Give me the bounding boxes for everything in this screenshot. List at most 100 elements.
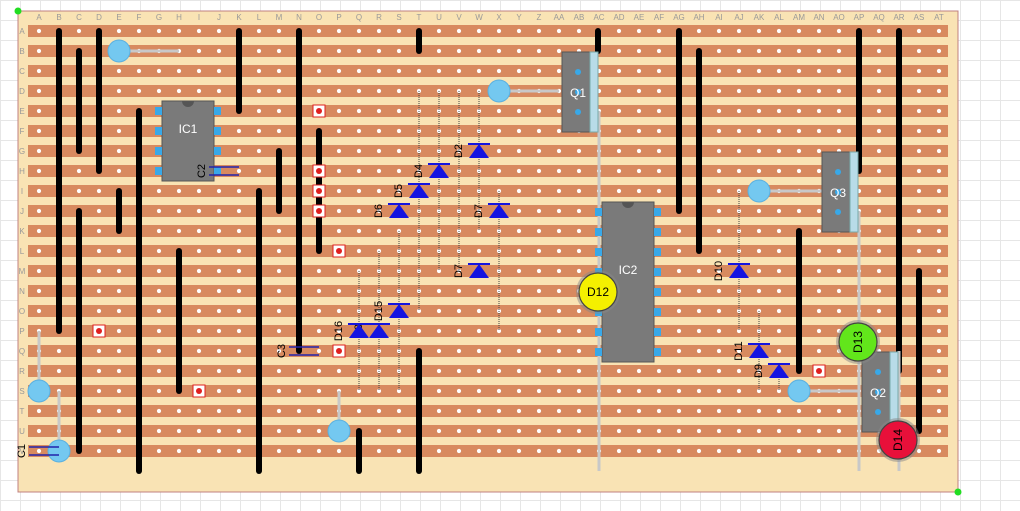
hole	[536, 408, 542, 414]
hole	[616, 88, 622, 94]
hole	[156, 68, 162, 74]
hole	[516, 368, 522, 374]
hole	[356, 108, 362, 114]
hole	[196, 368, 202, 374]
hole	[316, 68, 322, 74]
hole	[336, 268, 342, 274]
hole	[876, 148, 882, 154]
hole	[36, 428, 42, 434]
hole	[336, 448, 342, 454]
hole	[276, 388, 282, 394]
hole	[276, 228, 282, 234]
hole	[876, 48, 882, 54]
hole	[216, 188, 222, 194]
hole	[636, 408, 642, 414]
d4-diode: D4	[413, 163, 450, 178]
hole	[216, 348, 222, 354]
hole	[456, 28, 462, 34]
hole	[496, 108, 502, 114]
hole	[836, 88, 842, 94]
hole	[376, 148, 382, 154]
hole	[456, 408, 462, 414]
column-label: AT	[934, 13, 944, 22]
hole	[356, 128, 362, 134]
hole	[176, 68, 182, 74]
hole	[356, 68, 362, 74]
hole	[936, 188, 942, 194]
diode-body	[469, 264, 489, 278]
hole	[356, 248, 362, 254]
hole	[636, 388, 642, 394]
hole	[316, 48, 322, 54]
hole	[736, 408, 742, 414]
column-label: AO	[833, 13, 845, 22]
hole	[796, 88, 802, 94]
hole	[576, 168, 582, 174]
hole	[356, 28, 362, 34]
ic-pin	[595, 248, 602, 256]
hole	[96, 188, 102, 194]
hole	[236, 168, 242, 174]
column-label: AB	[574, 13, 585, 22]
hole	[876, 228, 882, 234]
hole	[256, 128, 262, 134]
hole	[836, 408, 842, 414]
hole	[536, 168, 542, 174]
hole	[496, 128, 502, 134]
hole	[516, 228, 522, 234]
hole	[776, 228, 782, 234]
hole	[376, 28, 382, 34]
hole	[236, 228, 242, 234]
hole	[936, 168, 942, 174]
transistor-lead	[835, 189, 841, 195]
hole	[356, 208, 362, 214]
hole	[716, 448, 722, 454]
hole	[716, 188, 722, 194]
copper-strip	[28, 25, 948, 37]
column-label: AD	[613, 13, 624, 22]
hole	[756, 268, 762, 274]
hole	[556, 448, 562, 454]
copper-strip	[28, 245, 948, 257]
hole	[636, 428, 642, 434]
hole	[396, 168, 402, 174]
column-label: Q	[356, 13, 362, 22]
hole	[216, 308, 222, 314]
hole	[36, 28, 42, 34]
hole	[836, 368, 842, 374]
hole	[156, 88, 162, 94]
ic-pin	[155, 107, 162, 115]
hole	[936, 128, 942, 134]
hole	[516, 348, 522, 354]
hole	[216, 228, 222, 234]
row-label: P	[19, 327, 24, 336]
hole	[716, 428, 722, 434]
hole	[616, 128, 622, 134]
hole	[276, 288, 282, 294]
hole	[476, 348, 482, 354]
hole	[796, 148, 802, 154]
hole	[316, 268, 322, 274]
hole	[276, 108, 282, 114]
hole	[616, 148, 622, 154]
hole	[36, 308, 42, 314]
hole	[336, 148, 342, 154]
hole	[436, 308, 442, 314]
hole	[816, 428, 822, 434]
ic-pin	[214, 107, 221, 115]
hole	[236, 328, 242, 334]
d7b-diode: D7	[453, 263, 490, 278]
hole	[336, 128, 342, 134]
hole	[576, 328, 582, 334]
hole	[156, 368, 162, 374]
hole	[636, 168, 642, 174]
hole	[456, 388, 462, 394]
hole	[816, 48, 822, 54]
hole	[376, 108, 382, 114]
hole	[236, 448, 242, 454]
hole	[736, 328, 742, 334]
d13-led: D13	[836, 320, 880, 364]
corner-marker-top-left	[14, 7, 22, 15]
hole	[776, 148, 782, 154]
